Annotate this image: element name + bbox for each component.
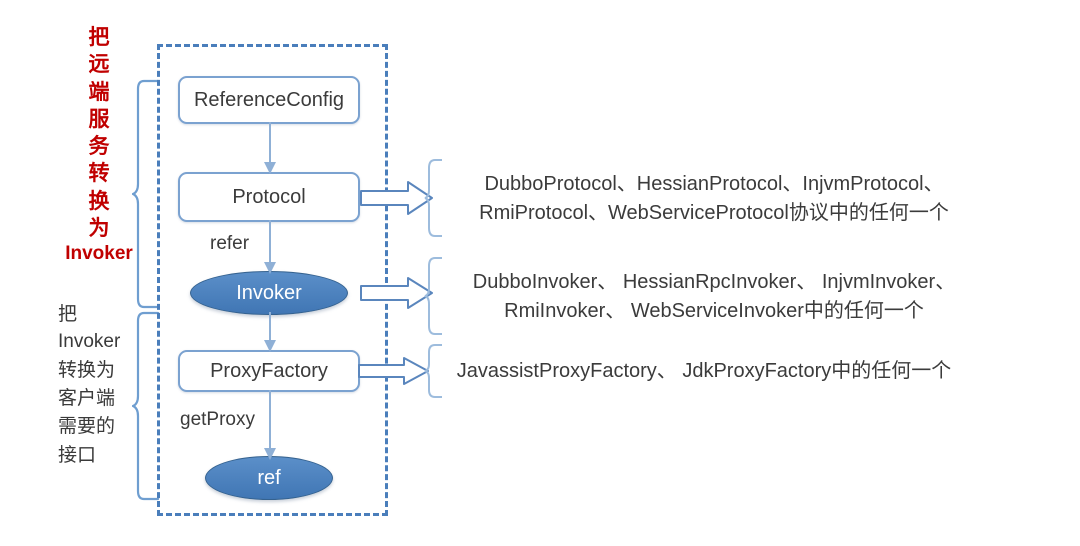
note-line: 服 (88, 106, 110, 131)
connector-invoker-to-proxyfactory (264, 312, 276, 352)
node-protocol[interactable]: Protocol (178, 172, 360, 222)
note-line: 远 (88, 52, 110, 77)
annotation-protocol-impls: DubboProtocol、HessianProtocol、InjvmProto… (479, 173, 949, 224)
note-line: 客户端 (58, 387, 116, 410)
block-arrow-protocol-to-annotation (360, 181, 433, 215)
connector-referenceconfig-to-protocol (264, 122, 276, 174)
left-brace-upper (132, 79, 160, 309)
connector-protocol-to-invoker (264, 220, 276, 274)
note-line: 端 (88, 79, 110, 104)
annotation-invoker-impls: DubboInvoker、 HessianRpcInvoker、 InjvmIn… (472, 271, 956, 322)
left-brace-lower (132, 311, 160, 501)
node-invoker[interactable]: Invoker (190, 271, 348, 315)
edge-label-getproxy: getProxy (180, 409, 255, 430)
edge-label-refer: refer (210, 233, 250, 254)
note-line: Invoker (65, 243, 133, 265)
note-line: 为 (88, 216, 110, 241)
node-label: ProxyFactory (210, 359, 328, 382)
note-remote-to-invoker: 把 远 端 服 务 转 换 为 Invoker (62, 24, 136, 266)
note-line: 务 (88, 134, 110, 159)
note-line: 转 (88, 161, 110, 186)
note-invoker-to-interface: 把 Invoker 转换为 客户端 需要的 接口 (58, 300, 138, 469)
node-referenceconfig[interactable]: ReferenceConfig (178, 76, 360, 124)
right-brace-invoker (424, 257, 442, 335)
dashed-group-border (157, 44, 388, 516)
note-line: Invoker (58, 331, 121, 353)
note-line: 把 (88, 25, 110, 49)
annotation-proxyfactory-impls: JavassistProxyFactory、 JdkProxyFactory中的… (456, 360, 952, 382)
note-line: 换 (88, 188, 110, 213)
block-arrow-invoker-to-annotation (360, 277, 433, 309)
note-line: 把 (58, 303, 78, 325)
node-label: ref (257, 466, 281, 489)
right-brace-protocol (424, 159, 442, 237)
node-proxyfactory[interactable]: ProxyFactory (178, 350, 360, 392)
connector-proxyfactory-to-ref (264, 390, 276, 460)
node-label: Protocol (232, 185, 306, 208)
block-arrow-proxyfactory-to-annotation (358, 357, 429, 385)
node-label: Invoker (236, 281, 302, 304)
note-line: 接口 (58, 443, 97, 466)
right-brace-proxyfactory (424, 344, 442, 398)
note-line: 需要的 (58, 415, 116, 438)
note-line: 转换为 (58, 359, 116, 382)
node-ref[interactable]: ref (205, 456, 333, 500)
node-label: ReferenceConfig (193, 88, 345, 111)
